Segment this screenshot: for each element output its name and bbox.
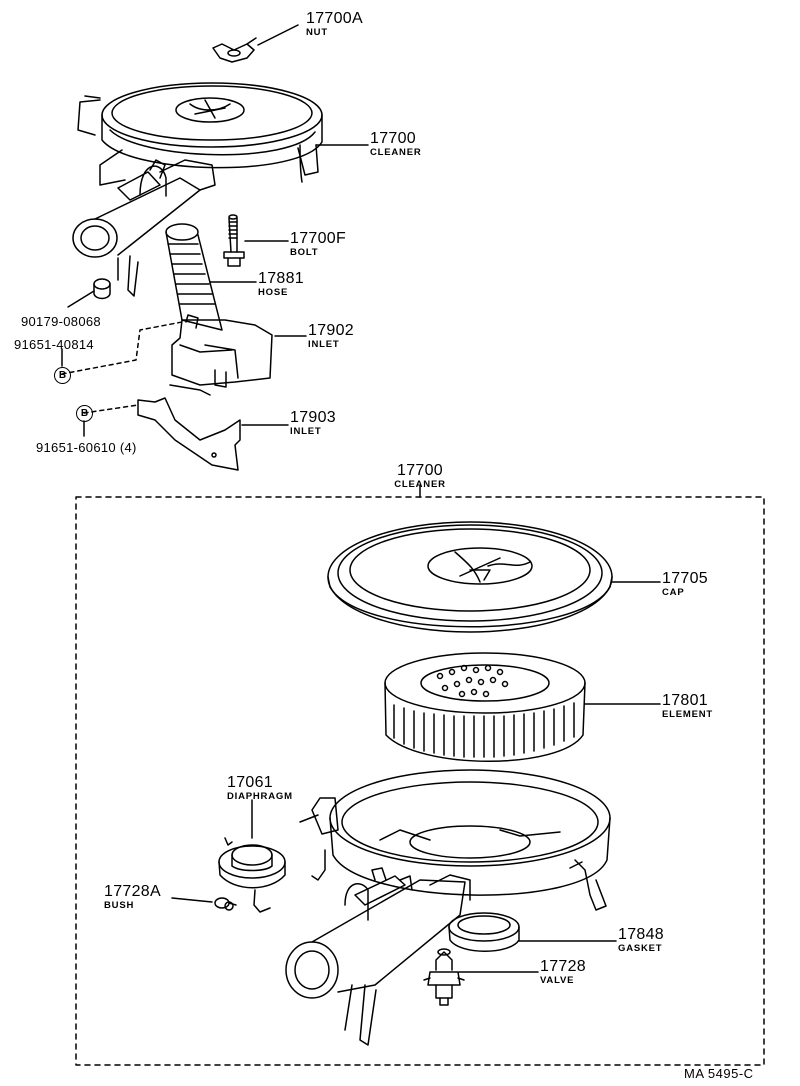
- callout-bolt: 17700F BOLT: [290, 231, 346, 258]
- part-name: CAP: [662, 587, 685, 598]
- upper-hose: [165, 223, 223, 331]
- callout-diaphragm: 17061 DIAPHRAGM: [227, 775, 293, 802]
- housing-part: [299, 769, 611, 911]
- part-name: DIAPHRAGM: [227, 791, 293, 802]
- diaphragm-part: [218, 837, 286, 913]
- callout-cap: 17705 CAP: [662, 571, 708, 598]
- part-number: 17801: [662, 692, 708, 709]
- part-number: 17061: [227, 774, 273, 791]
- valve-part: [423, 948, 465, 1006]
- upper-inlet-a: [171, 314, 273, 388]
- part-name: INLET: [308, 339, 340, 350]
- part-number: 17700: [397, 462, 443, 479]
- part-name: VALVE: [540, 975, 575, 986]
- upper-bolt: [223, 214, 245, 267]
- part-name: NUT: [306, 27, 328, 38]
- lower-snorkel: [285, 867, 471, 1046]
- upper-nut: [212, 37, 257, 63]
- part-number: 17728A: [104, 883, 161, 900]
- part-number: 17705: [662, 570, 708, 587]
- part-number: 17881: [258, 270, 304, 287]
- part-number: 17848: [618, 926, 664, 943]
- label-bolt-b1: 91651-40814: [14, 337, 94, 352]
- part-name: ELEMENT: [662, 709, 713, 720]
- leader-screw: [67, 290, 95, 308]
- diagram-code: MA 5495-C: [684, 1066, 754, 1081]
- upper-screw: [93, 278, 111, 300]
- part-number: 17728: [540, 958, 586, 975]
- callout-inlet-b: 17903 INLET: [290, 410, 336, 437]
- part-number: 17902: [308, 322, 354, 339]
- leader-bush: [171, 897, 213, 903]
- cap-part: [327, 521, 613, 633]
- upper-cleaner-cap: [77, 82, 323, 186]
- callout-inlet-a: 17902 INLET: [308, 323, 354, 350]
- gasket-part: [448, 912, 520, 952]
- part-name: CLEANER: [370, 147, 422, 158]
- b-symbol-1: B: [54, 367, 71, 384]
- callout-gasket: 17848 GASKET: [618, 927, 664, 954]
- part-number: 17700A: [306, 10, 363, 27]
- part-number: 17903: [290, 409, 336, 426]
- callout-cleaner: 17700 CLEANER: [370, 131, 422, 158]
- callout-nut: 17700A NUT: [306, 11, 363, 38]
- part-number: 17700F: [290, 230, 347, 247]
- b-symbol-2: B: [76, 405, 93, 422]
- label-screw: 90179-08068: [21, 314, 101, 329]
- part-name: HOSE: [258, 287, 289, 298]
- callout-element: 17801 ELEMENT: [662, 693, 713, 720]
- part-name: GASKET: [618, 943, 663, 954]
- leader-nut: [257, 24, 299, 46]
- part-name: CLEANER: [394, 479, 446, 490]
- upper-inlet-b: [137, 384, 241, 471]
- callout-assembly-title: 17700 CLEANER: [380, 463, 460, 490]
- bolt-b-lines: [61, 321, 183, 414]
- part-name: BOLT: [290, 247, 319, 258]
- part-number: 17700: [370, 130, 416, 147]
- part-name: BUSH: [104, 900, 135, 911]
- callout-bush: 17728A BUSH: [104, 884, 161, 911]
- element-part: [384, 652, 586, 762]
- bush-part: [214, 897, 237, 911]
- assembly-dashed-frame: [75, 496, 765, 1066]
- callout-hose: 17881 HOSE: [258, 271, 304, 298]
- label-bolt-b2: 91651-60610 (4): [36, 440, 137, 455]
- upper-snorkel: [72, 159, 216, 297]
- callout-valve: 17728 VALVE: [540, 959, 586, 986]
- part-name: INLET: [290, 426, 322, 437]
